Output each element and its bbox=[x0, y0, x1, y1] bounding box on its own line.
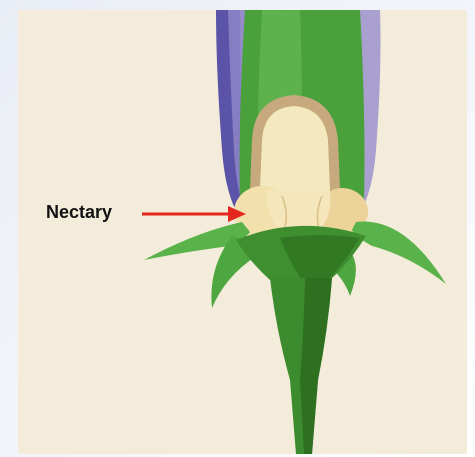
ovary bbox=[260, 106, 330, 190]
nectary-label: Nectary bbox=[46, 202, 112, 222]
leaf-right bbox=[352, 222, 446, 284]
stem-shadow bbox=[300, 278, 332, 454]
